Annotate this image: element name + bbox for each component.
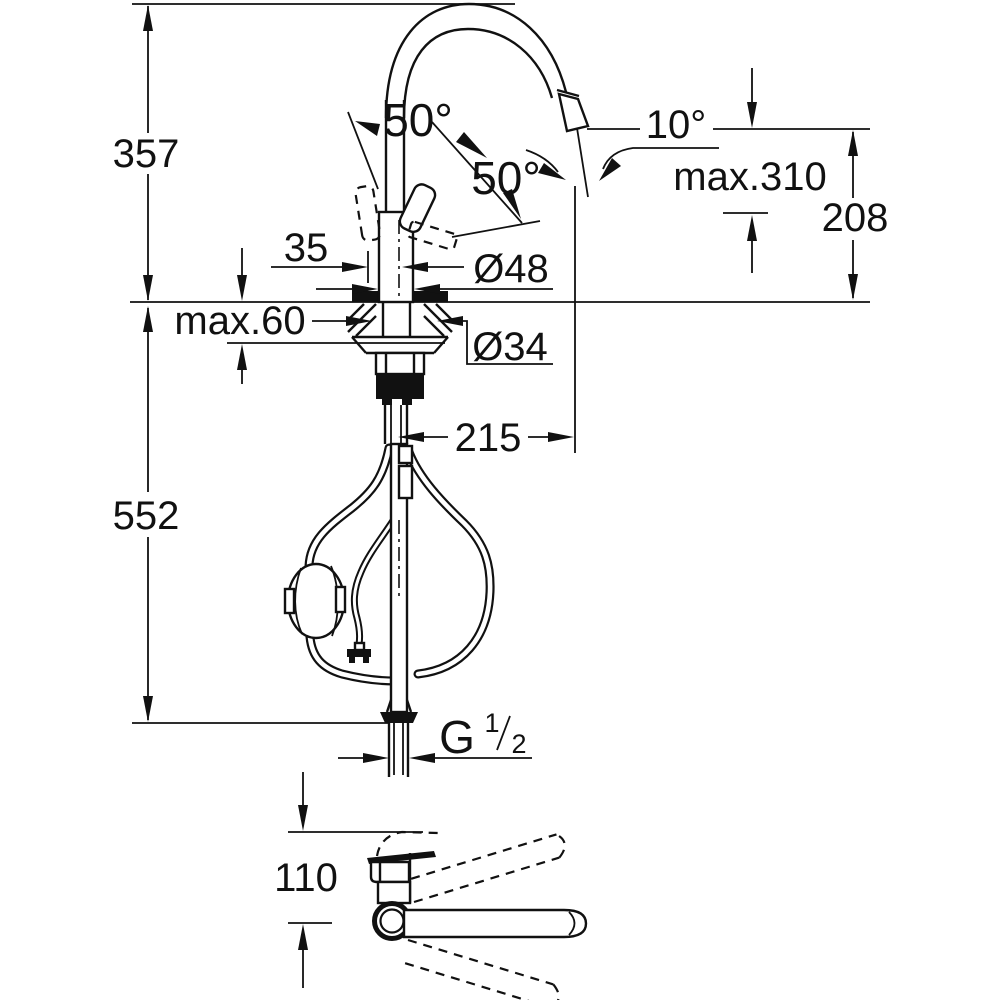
dim-215-label: 215 [455,416,522,460]
main-view [130,2,870,777]
spout-swung-down-dashed [404,938,560,1000]
dim-g-denominator: 2 [511,729,526,759]
dim-d34: Ø34 [312,316,553,369]
mounting-nut [374,351,426,405]
dim-50deg-spray-label: 50° [471,152,541,204]
hose-end-fitting [347,641,371,663]
fraction-slash [496,715,511,751]
mounting-washer [351,335,449,355]
dim-110-label: 110 [274,856,338,900]
dim-d34-label: Ø34 [472,325,548,369]
supply-hose-left [304,443,400,686]
handle-lever-dashed-up [354,185,382,242]
dim-552: 552 [113,306,180,722]
dim-max60-label: max.60 [174,299,305,343]
dim-208-label: 208 [822,196,889,240]
handle-lever-solid [398,183,437,234]
dim-g-numerator: 1 [484,708,499,738]
dim-g-letter: G [439,711,475,763]
dim-10deg-label: 10° [646,103,707,147]
dim-50deg-handle-label: 50° [383,94,453,146]
spout-arc-outer [384,2,568,119]
handle-top-view [367,851,436,905]
spray-tilt-line [576,127,589,198]
pullout-hose-loop [404,447,495,679]
dim-10deg: 10° [599,103,719,181]
dim-215: 215 [398,416,574,460]
spout-arc-inner [402,27,554,119]
spout-top-view [402,908,588,939]
spout-swung-up-dashed [410,833,566,904]
swivel-joint-inner-circle [379,908,405,934]
tube-connector-upper [397,444,414,465]
dim-35: 35 [271,226,369,283]
dim-552-label: 552 [113,494,180,538]
hose-weight [283,562,347,640]
dim-d48: Ø48 [316,247,553,294]
thin-supply-hose [350,512,400,648]
spray-head [557,92,590,133]
tube-connector-lower [397,464,414,500]
dim-g-half: G 1 2 [338,708,532,763]
handle-raised-dashed-outline [375,830,439,857]
dim-357-label: 357 [113,132,180,176]
counter-hatching [345,303,455,337]
dim-max60: max.60 [174,248,445,384]
dim-max310-label: max.310 [673,155,826,199]
dim-50deg-handle: 50° [347,94,523,224]
bottom-view: 110 [274,772,588,1000]
spray-head-joint-line [556,88,580,98]
dim-50deg-spray: 50° [451,149,566,238]
handle-lever-dashed-horizontal [406,220,459,251]
dim-max310: max.310 [673,68,827,273]
bottom-outlet-fitting [380,699,418,777]
dim-d48-label: Ø48 [473,247,549,291]
connection-tube [383,405,409,444]
dim-35-label: 35 [284,226,329,270]
dim-357: 357 [113,5,180,301]
dim-208: 208 [822,130,889,300]
dim-110: 110 [274,772,338,988]
